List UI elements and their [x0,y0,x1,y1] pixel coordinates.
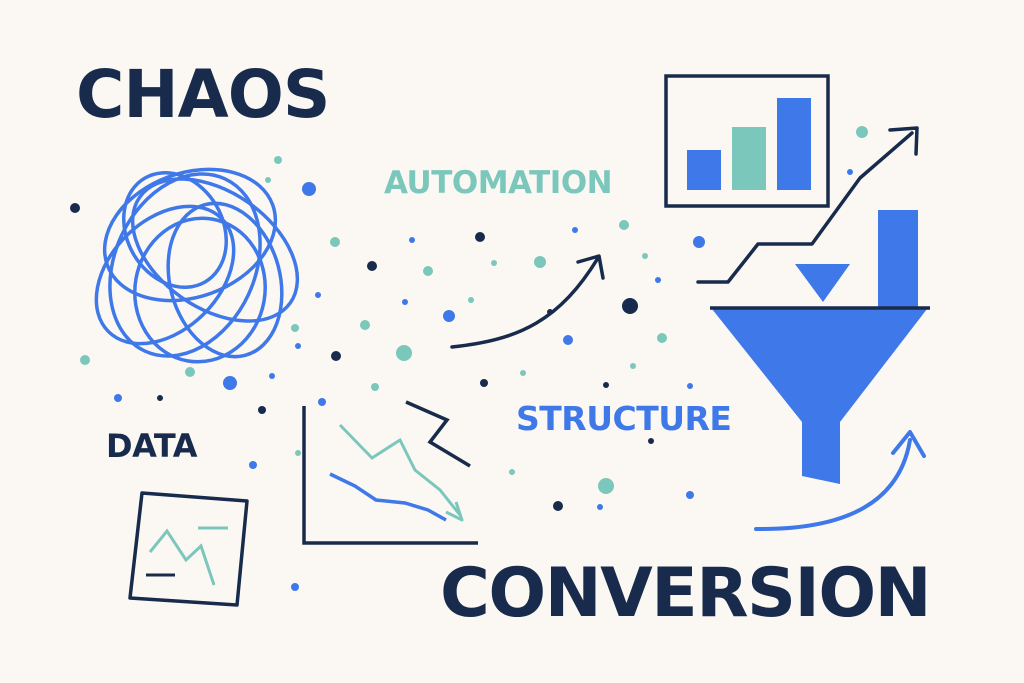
tangled-scribble-icon [94,167,300,364]
structure-label: STRUCTURE [516,399,732,438]
conversion-arrow-icon [754,430,926,532]
automation-label: AUTOMATION [384,165,613,201]
data-card-icon [128,491,249,607]
data-label: DATA [106,427,197,465]
automation-arrow-icon [450,254,605,349]
declining-line-chart-icon [302,400,478,545]
chaos-heading: CHAOS [76,56,330,133]
scattered-dots [70,126,868,591]
bar-chart-icon [664,74,830,208]
conversion-heading: CONVERSION [440,554,932,633]
trend-up-arrow-icon [696,126,919,284]
funnel-icon [710,210,930,484]
